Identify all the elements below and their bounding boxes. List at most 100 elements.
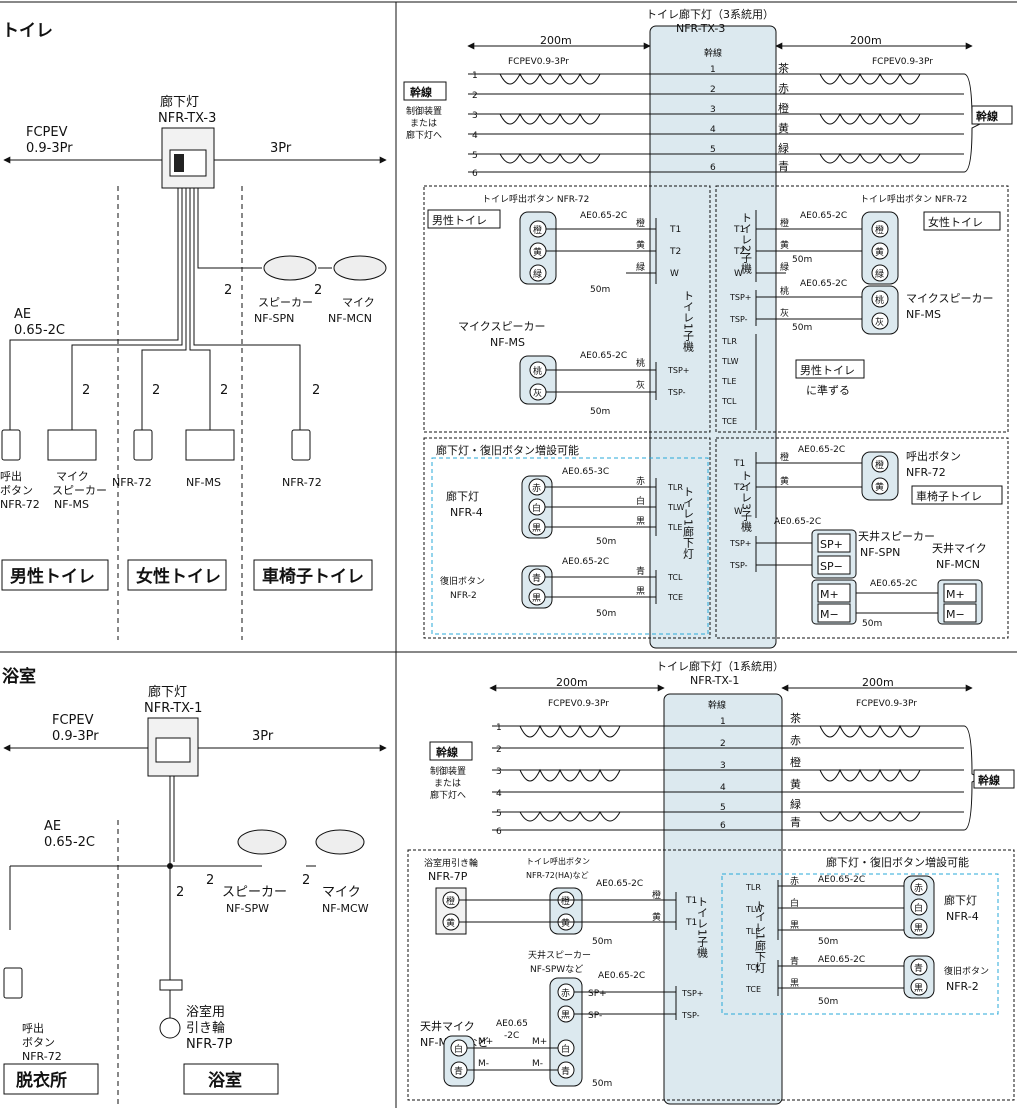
call-button-icon <box>133 429 153 461</box>
svg-text:NFR-TX-1: NFR-TX-1 <box>690 674 739 687</box>
svg-text:AE0.65-2C: AE0.65-2C <box>870 579 917 589</box>
svg-text:M+: M+ <box>478 1037 493 1047</box>
svg-text:天井マイク: 天井マイク <box>932 541 987 555</box>
svg-text:桃: 桃 <box>875 294 884 306</box>
room-male-toilet: 男性トイレ <box>10 566 95 587</box>
svg-text:黄: 黄 <box>561 917 570 929</box>
svg-text:呼出: 呼出 <box>22 1021 44 1035</box>
mic-icon <box>333 255 387 281</box>
svg-text:白: 白 <box>561 1043 570 1055</box>
svg-text:橙: 橙 <box>875 459 884 471</box>
room-box <box>253 559 373 591</box>
svg-text:NFR-2: NFR-2 <box>450 591 477 601</box>
svg-text:青: 青 <box>454 1065 463 1077</box>
speaker-icon <box>237 829 287 855</box>
mic-speaker-icon <box>47 429 97 461</box>
svg-text:FCPEV0.9-3Pr: FCPEV0.9-3Pr <box>872 57 933 67</box>
svg-text:NF-SPWなど: NF-SPWなど <box>530 964 583 975</box>
svg-text:50m: 50m <box>862 619 882 629</box>
svg-text:黄: 黄 <box>780 475 789 487</box>
svg-text:黄: 黄 <box>533 246 542 258</box>
svg-text:3: 3 <box>496 767 502 777</box>
svg-text:TLW: TLW <box>721 357 739 366</box>
svg-text:NFR-TX-3: NFR-TX-3 <box>676 22 725 35</box>
svg-text:2: 2 <box>206 873 214 888</box>
svg-text:桃: 桃 <box>636 357 645 369</box>
svg-text:T1: T1 <box>669 225 681 235</box>
svg-text:ボタン: ボタン <box>22 1036 55 1049</box>
svg-text:橙: 橙 <box>790 755 801 769</box>
svg-text:AE0.65-2C: AE0.65-2C <box>580 211 627 221</box>
svg-text:マイクスピーカー: マイクスピーカー <box>458 320 545 333</box>
svg-text:または: または <box>434 778 461 789</box>
svg-text:FCPEV0.9-3Pr: FCPEV0.9-3Pr <box>508 57 569 67</box>
svg-text:T1: T1 <box>685 896 697 906</box>
svg-text:黒: 黒 <box>532 523 541 534</box>
cable-label-1: FCPEV <box>26 125 68 140</box>
svg-text:廊下灯: 廊下灯 <box>446 489 479 503</box>
svg-text:緑: 緑 <box>780 261 789 273</box>
svg-text:茶: 茶 <box>778 62 789 75</box>
svg-text:AE0.65-2C: AE0.65-2C <box>598 971 645 981</box>
svg-text:に準ずる: に準ずる <box>806 383 850 397</box>
svg-text:白: 白 <box>636 495 645 507</box>
corridor-light-label: 廊下灯 <box>160 94 199 110</box>
svg-text:白: 白 <box>914 902 923 914</box>
svg-text:制御装置: 制御装置 <box>406 105 442 117</box>
svg-text:復旧ボタン: 復旧ボタン <box>440 575 485 587</box>
svg-text:W: W <box>670 269 679 279</box>
svg-text:赤: 赤 <box>532 483 541 494</box>
svg-text:廊下灯へ: 廊下灯へ <box>406 129 442 141</box>
svg-text:50m: 50m <box>592 937 612 947</box>
svg-text:NF-MS: NF-MS <box>54 498 89 511</box>
svg-text:NF-MCW: NF-MCW <box>322 902 369 915</box>
svg-text:橙: 橙 <box>446 895 455 907</box>
svg-text:TLW: TLW <box>667 503 685 512</box>
svg-text:1: 1 <box>710 65 716 75</box>
svg-text:TCE: TCE <box>745 985 761 994</box>
svg-text:黒: 黒 <box>914 983 923 994</box>
svg-text:マイク: マイク <box>56 470 89 483</box>
svg-text:2: 2 <box>314 283 322 298</box>
svg-text:SP+: SP+ <box>820 538 843 551</box>
svg-text:AE0.65-2C: AE0.65-2C <box>798 445 845 455</box>
svg-text:AE0.65-2C: AE0.65-2C <box>596 879 643 889</box>
mic-speaker-icon <box>185 429 235 461</box>
svg-text:50m: 50m <box>596 537 616 547</box>
svg-text:橙: 橙 <box>780 451 789 463</box>
svg-text:スピーカー: スピーカー <box>222 885 287 900</box>
svg-text:NFR-TX-1: NFR-TX-1 <box>144 701 202 716</box>
svg-text:M+: M+ <box>946 588 965 601</box>
svg-text:2: 2 <box>710 85 716 95</box>
svg-text:マイク: マイク <box>342 296 375 309</box>
svg-text:トイレ廊下灯（1系統用）: トイレ廊下灯（1系統用） <box>656 659 784 673</box>
svg-text:M-: M- <box>478 1059 489 1069</box>
toilet-corridor-light-1ch: トイレ廊下灯（1系統用） NFR-TX-1 200m 200m FCPEV0.9… <box>407 659 1015 1105</box>
svg-text:NFR-72: NFR-72 <box>906 466 946 479</box>
svg-text:M+: M+ <box>532 1037 547 1047</box>
svg-text:天井スピーカー: 天井スピーカー <box>858 529 935 543</box>
pull-cord-icon <box>159 979 183 991</box>
svg-text:200m: 200m <box>850 34 882 47</box>
svg-text:NFR-4: NFR-4 <box>946 910 979 923</box>
svg-text:TLR: TLR <box>667 483 683 492</box>
svg-text:200m: 200m <box>540 34 572 47</box>
svg-text:5: 5 <box>472 151 478 161</box>
svg-text:NF-MS: NF-MS <box>490 336 525 349</box>
svg-text:TSP+: TSP+ <box>729 293 752 302</box>
svg-text:赤: 赤 <box>561 988 570 999</box>
svg-text:呼出: 呼出 <box>0 469 22 483</box>
svg-text:AE0.65-2C: AE0.65-2C <box>800 279 847 289</box>
svg-text:6: 6 <box>496 827 502 837</box>
svg-text:M−: M− <box>820 608 839 621</box>
child-unit-1-label: トイレ1子機 <box>682 290 695 353</box>
svg-text:緑: 緑 <box>636 261 645 273</box>
svg-text:天井スピーカー: 天井スピーカー <box>528 949 591 961</box>
svg-text:廊下灯へ: 廊下灯へ <box>430 789 466 801</box>
svg-text:TSP-: TSP- <box>729 561 748 570</box>
svg-text:赤: 赤 <box>790 876 799 887</box>
svg-text:ボタン: ボタン <box>0 484 33 497</box>
svg-text:AE0.65-2C: AE0.65-2C <box>774 517 821 527</box>
svg-text:黒: 黒 <box>532 593 541 604</box>
svg-text:SP-: SP- <box>588 1011 602 1021</box>
